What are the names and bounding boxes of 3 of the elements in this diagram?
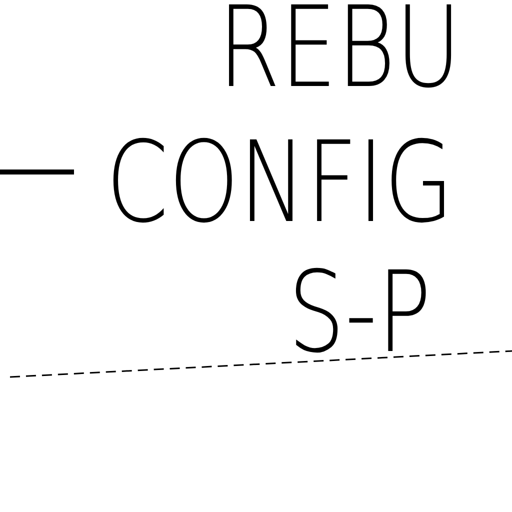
drawing-label: REBU: [218, 0, 462, 104]
drawing-label: S-P: [288, 257, 432, 369]
drawing-label: CONFIG: [106, 127, 454, 239]
